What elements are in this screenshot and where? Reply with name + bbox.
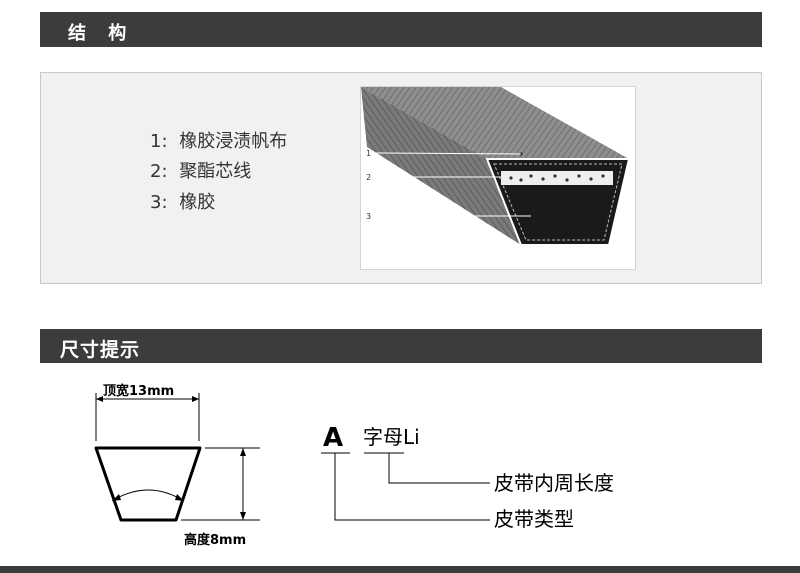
legend-label: 聚酯芯线 [179, 161, 252, 182]
legend-item-2: 2: 聚酯芯线 [150, 157, 251, 183]
bottom-border [0, 566, 800, 573]
dimension-diagram: 顶宽13mm 高度8mm A 字母Li 皮带内周长度 皮带类型 [94, 383, 614, 548]
code-suffix: 字母Li [363, 425, 420, 449]
section-header-size: 尺寸提示 [40, 329, 762, 363]
belt-type-letter: A [323, 423, 343, 453]
legend-number: 3: [150, 192, 168, 213]
legend-label: 橡胶浸渍帆布 [179, 131, 288, 152]
height-label: 高度8mm [184, 532, 246, 548]
legend-number: 2: [150, 161, 168, 182]
callout-1: 1 [366, 149, 371, 158]
callout-type: 皮带类型 [494, 507, 574, 531]
belt-illustration: 1 2 3 [361, 87, 631, 246]
callout-3: 3 [366, 212, 371, 221]
section-title-size: 尺寸提示 [60, 339, 141, 361]
section-title-structure: 结 构 [68, 23, 135, 44]
top-width-label: 顶宽13mm [103, 383, 174, 399]
legend-label: 橡胶 [179, 192, 216, 213]
callout-2: 2 [366, 173, 371, 182]
callout-length: 皮带内周长度 [494, 471, 614, 495]
section-header-structure: 结 构 [40, 12, 762, 47]
legend-item-3: 3: 橡胶 [150, 188, 215, 214]
belt-cross-section-image: 1 2 3 [360, 86, 636, 270]
legend-number: 1: [150, 131, 168, 152]
legend-item-1: 1: 橡胶浸渍帆布 [150, 127, 287, 153]
